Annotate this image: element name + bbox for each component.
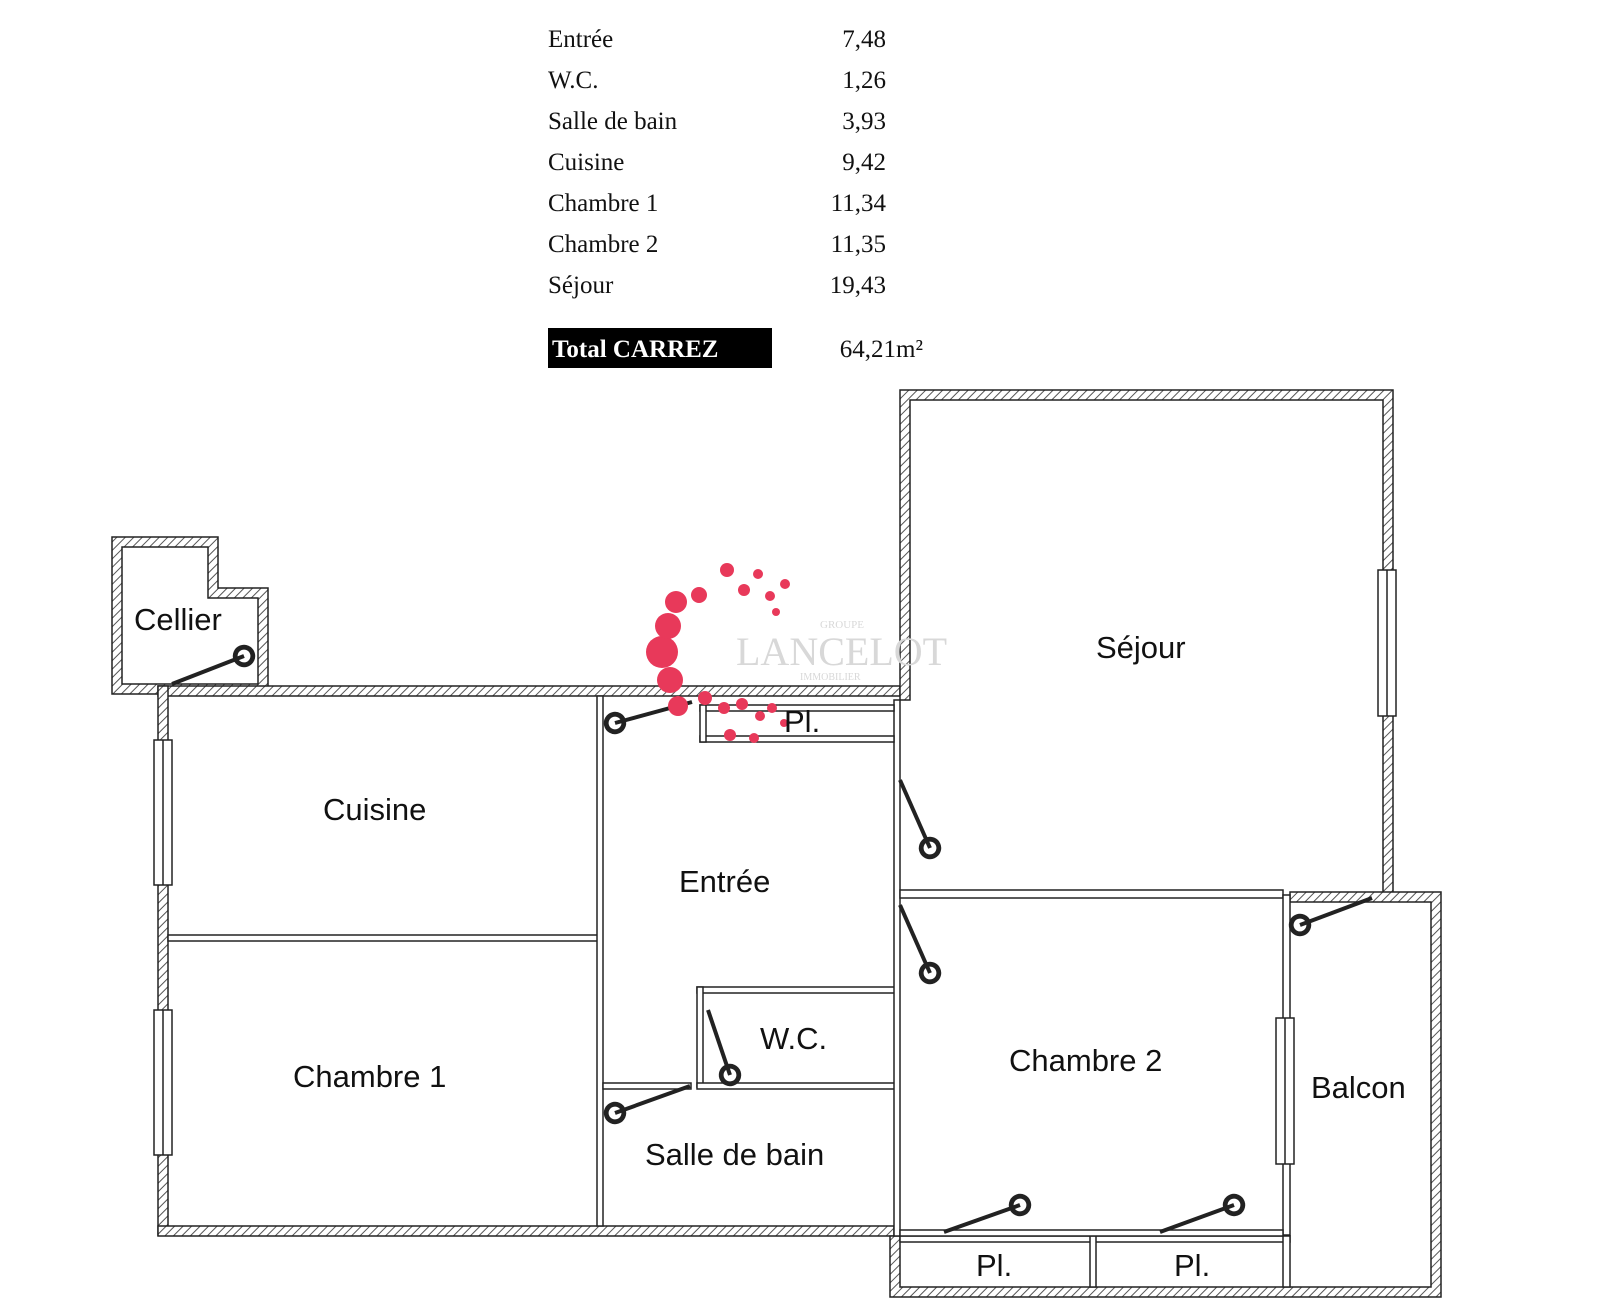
row-label: Séjour xyxy=(548,272,614,299)
lancelot-watermark: LANCELOT GROUPE IMMOBILIER xyxy=(646,563,947,743)
row-value: 11,34 xyxy=(830,190,886,217)
room-label-cuisine: Cuisine xyxy=(323,792,426,827)
row-value: 9,42 xyxy=(842,149,886,176)
doors xyxy=(171,644,1373,1234)
row-label: Entrée xyxy=(548,26,614,53)
watermark-top-text: GROUPE xyxy=(820,619,864,631)
room-labels: Cellier Cuisine Entrée Séjour W.C. Chamb… xyxy=(134,602,1406,1283)
room-label-chambre-2: Chambre 2 xyxy=(1009,1043,1162,1078)
total-row: Total CARREZ 64,21m² xyxy=(548,328,978,368)
room-label-balcon: Balcon xyxy=(1311,1070,1406,1105)
room-label-placard-chambre2-left: Pl. xyxy=(976,1248,1012,1283)
table-row: Séjour 19,43 xyxy=(548,268,978,309)
row-value: 3,93 xyxy=(842,108,886,135)
room-label-chambre-1: Chambre 1 xyxy=(293,1059,446,1094)
table-row: Entrée 7,48 xyxy=(548,22,978,63)
table-row: W.C. 1,26 xyxy=(548,63,978,104)
windows xyxy=(153,569,1397,1165)
row-value: 7,48 xyxy=(842,26,886,53)
row-label: W.C. xyxy=(548,67,599,94)
surface-table: Entrée 7,48 W.C. 1,26 Salle de bain 3,93… xyxy=(548,22,978,368)
table-row: Chambre 2 11,35 xyxy=(548,227,978,268)
room-label-salle-de-bain: Salle de bain xyxy=(645,1137,824,1172)
row-value: 11,35 xyxy=(830,231,886,258)
room-label-placard-entree: Pl. xyxy=(784,704,820,739)
row-label: Cuisine xyxy=(548,149,625,176)
row-label: Chambre 2 xyxy=(548,231,659,258)
table-row: Cuisine 9,42 xyxy=(548,145,978,186)
room-label-sejour: Séjour xyxy=(1096,630,1186,665)
watermark-brand: LANCELOT xyxy=(736,629,947,674)
row-label: Salle de bain xyxy=(548,108,678,135)
room-label-wc: W.C. xyxy=(760,1021,827,1056)
table-row: Chambre 1 11,34 xyxy=(548,186,978,227)
room-label-placard-chambre2-right: Pl. xyxy=(1174,1248,1210,1283)
watermark-bottom-text: IMMOBILIER xyxy=(800,672,861,683)
room-label-entree: Entrée xyxy=(679,864,770,899)
total-label: Total CARREZ xyxy=(548,328,772,368)
row-value: 19,43 xyxy=(829,272,886,299)
interior-walls xyxy=(167,695,1291,1288)
room-label-cellier: Cellier xyxy=(134,602,222,637)
table-row: Salle de bain 3,93 xyxy=(548,104,978,145)
total-value: 64,21m² xyxy=(839,336,923,363)
row-value: 1,26 xyxy=(842,67,886,94)
row-label: Chambre 1 xyxy=(548,190,659,217)
